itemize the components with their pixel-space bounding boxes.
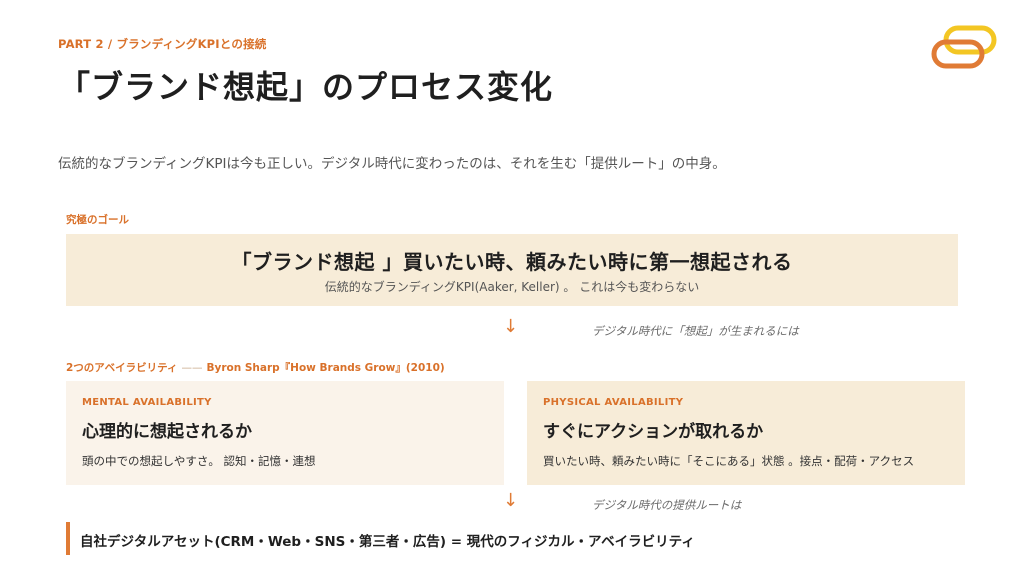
mental-card-title: 心理的に想起されるか: [82, 422, 252, 442]
goal-box: 「ブランド想起 」買いたい時、頼みたい時に第一想起される 伝統的なブランディング…: [66, 234, 958, 306]
goal-headline: 「ブランド想起 」買いたい時、頼みたい時に第一想起される: [231, 250, 793, 274]
brand-logo-icon: [931, 25, 997, 69]
availability-dash: ——: [181, 362, 203, 374]
availability-title: 2つのアベイラビリティ: [66, 362, 178, 374]
physical-card-eyebrow: PHYSICAL AVAILABILITY: [543, 397, 684, 408]
down-arrow-icon: ↓: [503, 490, 519, 511]
page-subtitle: 伝統的なブランディングKPIは今も正しい。デジタル時代に変わったのは、それを生む…: [58, 156, 726, 172]
arrow-note-route: デジタル時代の提供ルートは: [592, 498, 742, 512]
down-arrow-icon: ↓: [503, 316, 519, 337]
goal-subtext: 伝統的なブランディングKPI(Aaker, Keller) 。 これは今も変わら…: [324, 280, 700, 294]
physical-availability-card: PHYSICAL AVAILABILITY すぐにアクションが取れるか 買いたい…: [527, 381, 965, 485]
conclusion-text: 自社デジタルアセット(CRM・Web・SNS・第三者・広告) = 現代のフィジカ…: [80, 534, 695, 550]
arrow-note-recall: デジタル時代に「想起」が生まれるには: [592, 324, 799, 338]
availability-label: 2つのアベイラビリティ——Byron Sharp『How Brands Grow…: [66, 360, 445, 375]
mental-card-eyebrow: MENTAL AVAILABILITY: [82, 397, 212, 408]
physical-card-desc: 買いたい時、頼みたい時に「そこにある」状態 。接点・配荷・アクセス: [543, 454, 915, 468]
mental-availability-card: MENTAL AVAILABILITY 心理的に想起されるか 頭の中での想起しや…: [66, 381, 504, 485]
mental-card-desc: 頭の中での想起しやすさ。 認知・記憶・連想: [82, 454, 316, 468]
physical-card-title: すぐにアクションが取れるか: [543, 422, 764, 442]
availability-credit: Byron Sharp『How Brands Grow』(2010): [206, 362, 445, 374]
accent-bar: [66, 522, 70, 555]
section-eyebrow: PART 2 / ブランディングKPIとの接続: [58, 37, 267, 51]
page-title: 「ブランド想起」のプロセス変化: [58, 68, 554, 106]
goal-label: 究極のゴール: [66, 214, 129, 226]
